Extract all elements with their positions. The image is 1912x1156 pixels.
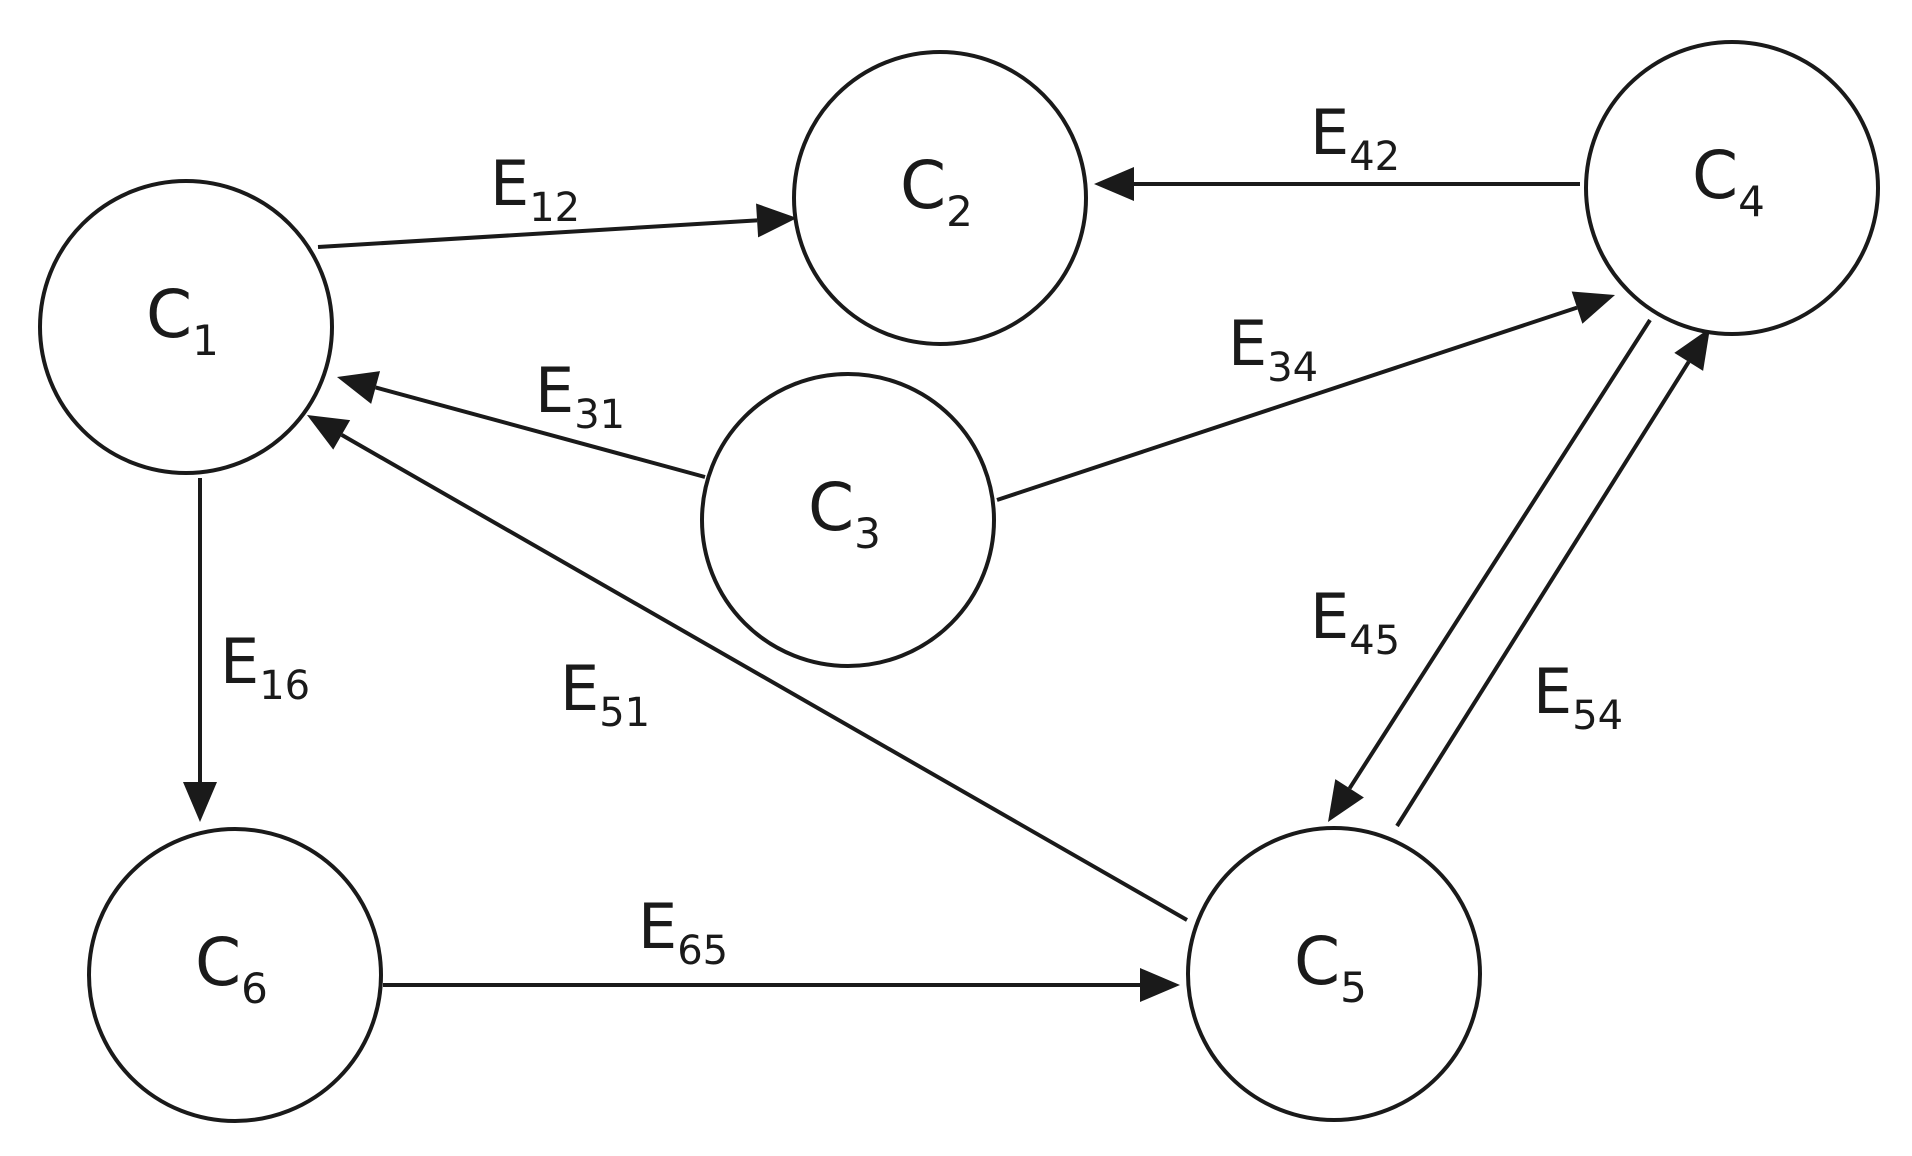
- node-c4-label: C4: [1692, 137, 1765, 226]
- edge-label-e54: E54: [1533, 655, 1623, 739]
- edge-label-e16: E16: [220, 625, 310, 709]
- node-c4: C4: [1584, 40, 1880, 336]
- edge-label-e51: E51: [560, 652, 650, 736]
- edge-e54-arrowhead: [1674, 328, 1710, 371]
- edge-e54-line: [1395, 360, 1691, 828]
- node-c3-circle: [700, 372, 996, 668]
- node-c5-circle: [1186, 826, 1482, 1122]
- node-c6: C6: [87, 827, 383, 1123]
- node-c2-label: C2: [900, 147, 973, 236]
- edge-e51-line: [340, 433, 1188, 922]
- node-c1-label: C1: [146, 276, 219, 365]
- node-c1-circle: [38, 179, 334, 475]
- node-c5-label: C5: [1294, 923, 1367, 1012]
- node-c3-label: C3: [808, 469, 881, 558]
- edge-e12-line: [317, 218, 758, 249]
- edge-e45-line: [1347, 318, 1652, 790]
- node-c1: C1: [38, 179, 334, 475]
- edge-e31-arrowhead: [337, 371, 381, 404]
- node-c2-circle: [792, 50, 1088, 346]
- edge-label-e45: E45: [1310, 580, 1400, 664]
- node-c6-circle: [87, 827, 383, 1123]
- edge-label-e65: E65: [638, 890, 728, 974]
- edge-label-e31: E31: [535, 354, 625, 438]
- edge-e16-arrowhead: [183, 782, 217, 822]
- node-c3: C3: [700, 372, 996, 668]
- edge-label-e42: E42: [1310, 96, 1400, 180]
- edge-label-e12: E12: [490, 147, 580, 231]
- edge-e12-arrowhead: [756, 203, 797, 238]
- edges-layer: [183, 167, 1710, 1002]
- edge-e31-line: [375, 385, 706, 479]
- node-c5: C5: [1186, 826, 1482, 1122]
- node-c2: C2: [792, 50, 1088, 346]
- edge-e51-arrowhead: [307, 415, 351, 450]
- edge-e34-line: [996, 305, 1578, 502]
- node-c4-circle: [1584, 40, 1880, 336]
- edge-e65-arrowhead: [1140, 968, 1180, 1002]
- edge-e34-arrowhead: [1571, 291, 1615, 324]
- edge-e42-arrowhead: [1094, 167, 1134, 201]
- edge-e45-arrowhead: [1328, 779, 1364, 822]
- node-c6-label: C6: [195, 924, 268, 1013]
- edge-label-e34: E34: [1228, 307, 1318, 391]
